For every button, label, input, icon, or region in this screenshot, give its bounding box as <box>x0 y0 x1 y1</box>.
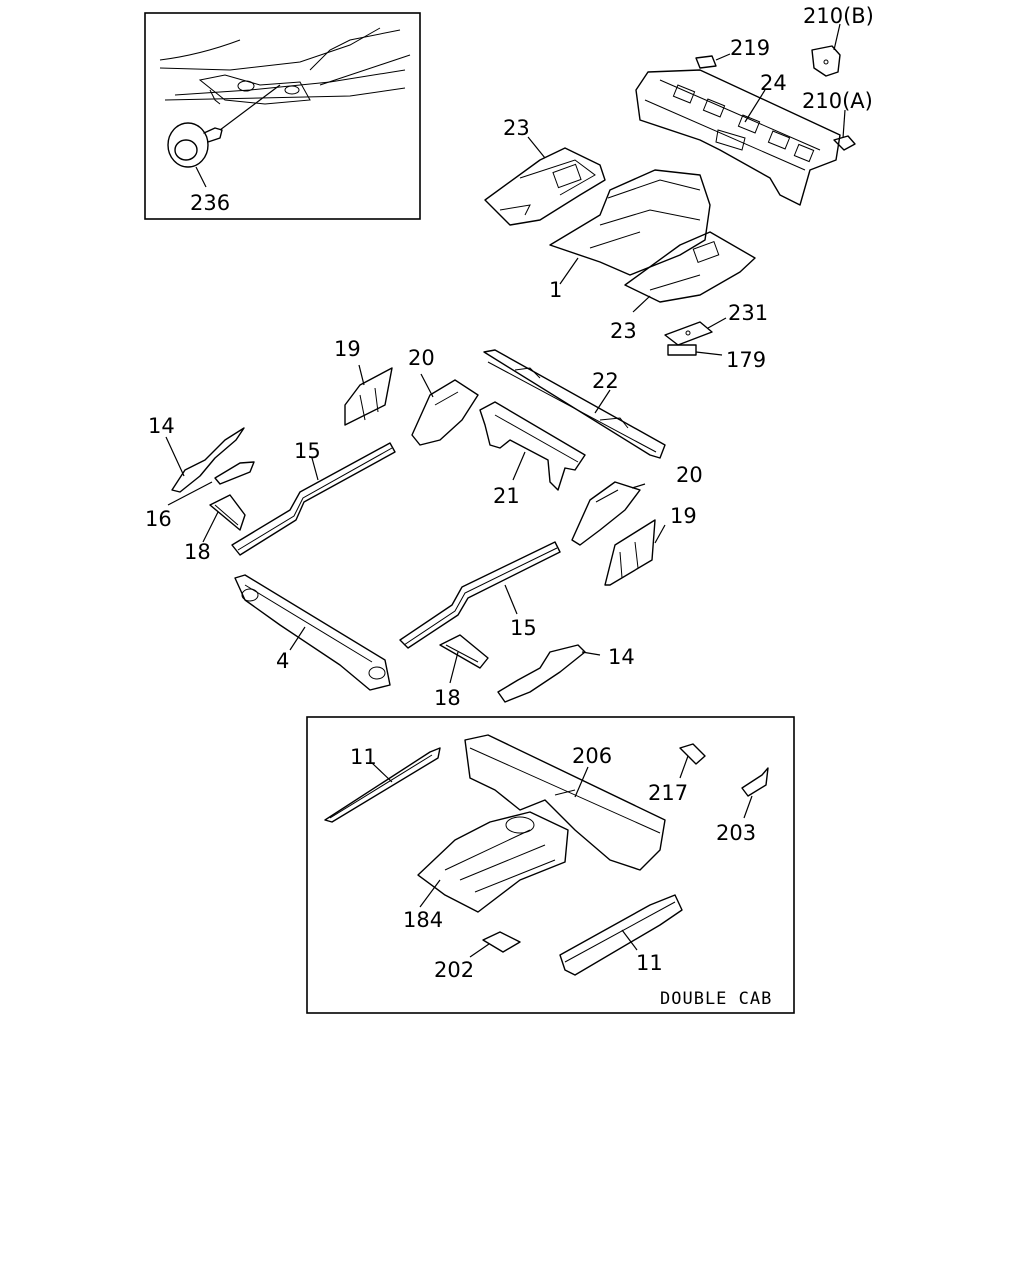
callout-21: 21 <box>493 484 520 508</box>
side-rail-15-left <box>231 442 396 556</box>
callout-11-upper: 11 <box>350 745 377 769</box>
brace-18-left <box>202 494 246 543</box>
callout-236: 236 <box>190 191 230 215</box>
callout-231: 231 <box>728 301 768 325</box>
bracket-16 <box>167 461 255 506</box>
callout-14-right: 14 <box>608 645 635 669</box>
callout-202: 202 <box>434 958 474 982</box>
callout-4: 4 <box>276 649 289 673</box>
double-cab-label: DOUBLE CAB <box>660 989 772 1009</box>
callout-14-left: 14 <box>148 414 175 438</box>
callout-23-upper: 23 <box>503 116 530 140</box>
callout-19-left: 19 <box>334 337 361 361</box>
callout-18-right: 18 <box>434 686 461 710</box>
plate-231 <box>664 317 727 346</box>
brace-18-right <box>439 634 489 684</box>
side-rail-15-right <box>399 541 561 649</box>
bracket-210b <box>811 23 841 77</box>
crossmember-21 <box>479 401 586 491</box>
bracket-20-right <box>571 481 646 546</box>
callout-11-lower: 11 <box>636 951 663 975</box>
callout-184: 184 <box>403 908 443 932</box>
callout-179: 179 <box>726 348 766 372</box>
bracket-20-left <box>411 373 479 446</box>
side-bracket-19-right <box>604 519 666 586</box>
callout-1: 1 <box>549 278 562 302</box>
double-cab-inset <box>306 716 795 1014</box>
callout-15-left: 15 <box>294 439 321 463</box>
callout-219: 219 <box>730 36 770 60</box>
callout-20-left: 20 <box>408 346 435 370</box>
bracket-203 <box>741 767 769 819</box>
callout-15-right: 15 <box>510 616 537 640</box>
bracket-202 <box>469 931 521 958</box>
callout-22: 22 <box>592 369 619 393</box>
callout-24: 24 <box>760 71 787 95</box>
callout-210b: 210(B) <box>803 4 874 28</box>
crossmember-22 <box>483 349 666 459</box>
callout-16: 16 <box>145 507 172 531</box>
bracket-210a <box>833 109 856 151</box>
plate-219 <box>695 53 731 69</box>
callout-23-lower: 23 <box>610 319 637 343</box>
front-floor-panel-23-left <box>484 136 606 226</box>
callout-19-right: 19 <box>670 504 697 528</box>
callout-20-right: 20 <box>676 463 703 487</box>
outrigger-14-left <box>165 427 245 493</box>
callout-206: 206 <box>572 744 612 768</box>
sill-reinforcement-11-upper <box>324 747 441 823</box>
rear-floor-panel-184 <box>417 811 569 913</box>
rear-floor-crossmember-24 <box>635 69 841 206</box>
callout-217: 217 <box>648 781 688 805</box>
clip-detail-inset <box>144 12 421 220</box>
bracket-217 <box>679 743 706 779</box>
side-bracket-19-left <box>344 364 393 426</box>
front-floor-panel-23-right <box>624 231 756 313</box>
callout-203: 203 <box>716 821 756 845</box>
callout-210a: 210(A) <box>802 89 873 113</box>
outrigger-14-right <box>497 644 601 703</box>
crossmember-206 <box>464 734 666 871</box>
crossmember-4 <box>234 574 391 691</box>
callout-18-left: 18 <box>184 540 211 564</box>
pad-179 <box>667 344 723 356</box>
front-floor-panel-1 <box>549 169 711 285</box>
sill-reinforcement-11-lower <box>559 894 683 976</box>
